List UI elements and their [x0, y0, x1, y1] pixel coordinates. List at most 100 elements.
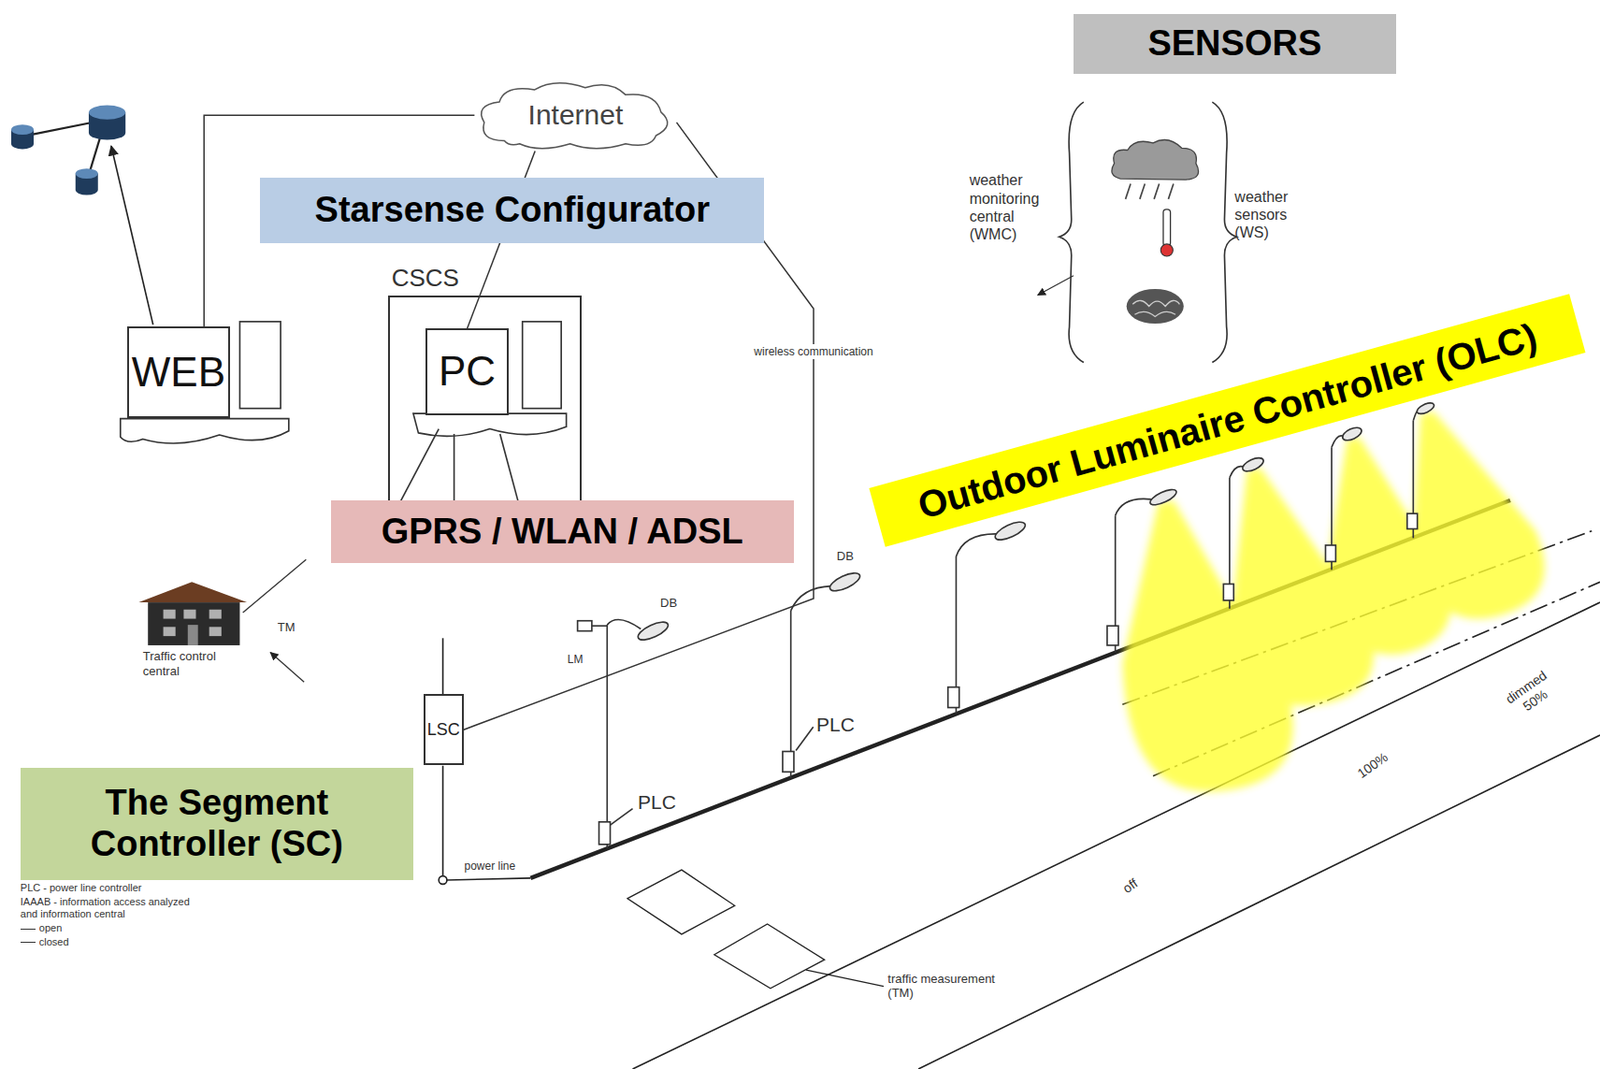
- street-lamps-part: [1223, 583, 1234, 600]
- weather-sensors-part: [1163, 209, 1171, 246]
- abbreviation-note: IAAAB - information access analyzed and …: [20, 895, 199, 921]
- cscs-workstation-part: [500, 433, 519, 503]
- traffic-control-house-part: [209, 609, 222, 620]
- web-workstation: [120, 321, 289, 444]
- street-lamps-part: [1325, 545, 1336, 562]
- database-icons-part: [88, 104, 126, 119]
- part-name: DB: [836, 548, 854, 564]
- street-lamps-part: [1115, 498, 1152, 516]
- legend-text: closed: [39, 936, 70, 948]
- segment-controller-banner: The Segment Controller (SC): [20, 767, 414, 880]
- segment-wiring-part: [438, 876, 447, 885]
- weather-sensors-part: [1126, 288, 1184, 324]
- street-lamps-part: [599, 821, 611, 845]
- web-to-database-arrow: [111, 145, 154, 325]
- legend-line-sample: [20, 928, 36, 930]
- weather-sensors-part: [1167, 184, 1173, 200]
- node-label: Starsense Configurator: [315, 189, 710, 231]
- street-lamps-part: [782, 750, 794, 772]
- node-label: PC: [438, 347, 496, 396]
- configurator-banner: Starsense Configurator: [259, 177, 764, 244]
- traffic-measurement-loops-part: [806, 969, 884, 986]
- database-icons-part: [30, 122, 92, 135]
- monitor-screen: PC: [425, 328, 509, 416]
- traffic-control-house-part: [183, 609, 196, 620]
- legend-line-sample: [20, 941, 36, 943]
- street-lamps-part: [795, 726, 814, 750]
- database-icons-part: [11, 124, 34, 135]
- cscs-workstation: [400, 321, 567, 503]
- weather-sensors-part: [1160, 244, 1173, 257]
- node-label: WEB: [131, 348, 226, 397]
- light-cones-part: [1412, 411, 1544, 620]
- box-heading: CSCS: [391, 264, 460, 293]
- database-icons-part: [75, 168, 99, 179]
- node-label: LSC: [427, 720, 461, 740]
- weather-sensors-part: [1111, 140, 1199, 181]
- street-lamps-part: [577, 620, 592, 632]
- legend-row: open: [20, 922, 62, 935]
- cscs-workstation-part: [453, 433, 456, 503]
- node-label: The Segment Controller (SC): [76, 782, 358, 865]
- database-icons: [11, 104, 126, 195]
- street-lamps-part: [635, 618, 671, 644]
- segment-wiring-part: [442, 765, 445, 877]
- street-lamps-part: [948, 687, 960, 708]
- cscs-workstation-part: [400, 429, 439, 504]
- building-label: Traffic control central: [143, 648, 232, 678]
- light-cones: [1122, 411, 1544, 792]
- segment-wiring-part: [446, 878, 531, 880]
- street-lamps-part: [1340, 424, 1364, 443]
- street-lamps-part: [1331, 435, 1343, 447]
- street-lamps-part: [606, 619, 641, 630]
- weather-sensors-part: [1134, 311, 1176, 317]
- road-lines-part: [918, 735, 1600, 1069]
- node-label: Internet: [528, 99, 624, 132]
- internet-cloud: Internet: [474, 79, 677, 151]
- web-workstation-part: [239, 321, 281, 409]
- signal-name: TM: [277, 619, 296, 635]
- part-name: DB: [660, 595, 678, 611]
- web-to-database-arrow-part: [111, 145, 154, 325]
- weather-sensors-part: [1139, 184, 1145, 200]
- street-lamps-part: [1415, 401, 1436, 417]
- part-name: PLC: [816, 712, 855, 736]
- street-lamps-part: [1240, 455, 1266, 475]
- weather-sensors-part: [1059, 101, 1084, 362]
- cloud-outline-path: [481, 83, 668, 149]
- workstation-box: CSCSPC: [388, 295, 582, 516]
- road-lines-part: [633, 602, 1600, 1069]
- weather-sensors-part: [1037, 275, 1074, 296]
- street-lamps-part: [605, 624, 608, 849]
- sensors-banner: SENSORS: [1073, 14, 1397, 73]
- traffic-measurement-loops-part: [627, 869, 736, 935]
- street-lamps-part: [791, 586, 833, 611]
- legend-text: open: [39, 922, 62, 934]
- traffic-control-house-part: [209, 626, 222, 636]
- street-lamps-part: [1148, 486, 1179, 508]
- cscs-workstation-part: [522, 321, 562, 409]
- street-lamps-part: [591, 624, 607, 627]
- weather-sensors-part: [1125, 184, 1131, 200]
- street-lamps-part: [610, 808, 634, 825]
- traffic-control-house: [138, 559, 306, 682]
- street-lamps-part: [1229, 466, 1243, 478]
- part-name: LM: [567, 652, 584, 666]
- street-lamps-part: [993, 518, 1028, 544]
- monitor-screen: WEB: [127, 326, 230, 419]
- connector-label: wireless communication: [750, 344, 876, 360]
- traffic-control-house-part: [163, 609, 176, 620]
- traffic-control-house-part: [147, 602, 240, 646]
- controller-box: LSC: [423, 693, 464, 765]
- weather-sensors-part: [1132, 300, 1180, 306]
- street-lamps-part: [1107, 625, 1119, 646]
- web-workstation-part: [120, 418, 289, 444]
- node-label: GPRS / WLAN / ADSL: [381, 511, 744, 553]
- node-label: SENSORS: [1147, 23, 1322, 65]
- zone-label: off: [1120, 875, 1141, 897]
- street-lamps-part: [955, 533, 998, 557]
- street-lamps-part: [827, 569, 863, 595]
- zone-label: 100%: [1354, 749, 1391, 781]
- traffic-measurement-loops: [627, 869, 884, 989]
